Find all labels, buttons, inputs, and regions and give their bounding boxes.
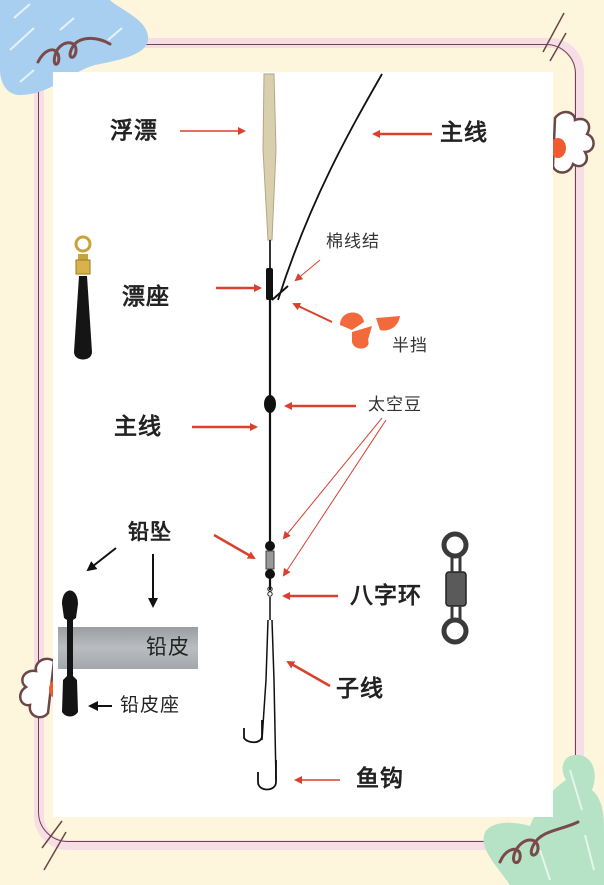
corner-tick-decoration-bottom [41,820,67,871]
lead-sheet-seat-image [62,590,78,717]
float-seat-product-image [74,235,92,360]
label-sub-line: 子线 [336,676,384,702]
label-hook: 鱼钩 [356,766,404,792]
decorative-frame [34,38,584,850]
swivel-product-image [441,531,469,645]
label-half-stopper: 半挡 [392,336,428,356]
half-stopper-beans [340,312,400,349]
label-space-bean: 太空豆 [368,395,422,415]
corner-tick-decoration [542,12,567,62]
decorative-frame-line [38,44,576,842]
float-body [262,73,277,241]
flower-decoration-right [550,110,595,174]
label-main-line-mid: 主线 [114,414,162,440]
label-swivel: 八字环 [350,583,422,609]
float-seat [266,268,273,300]
diagram-panel [53,72,553,817]
label-sinker: 铅坠 [128,520,172,544]
label-lead-sheet-seat: 铅皮座 [120,694,181,716]
label-cotton-knot: 棉线结 [326,232,380,252]
label-float-seat: 漂座 [122,284,170,310]
sub-line [261,597,277,781]
label-lead-sheet: 铅皮 [146,635,190,659]
main-line-curve [277,73,383,301]
space-bean [264,395,276,413]
blue-splash-decoration [0,0,149,95]
hook-2 [257,760,277,791]
label-main-line-top: 主线 [440,120,488,146]
green-splash-decoration [483,754,604,885]
hook-1 [243,720,263,744]
lead-sheet-image [58,627,198,669]
label-float: 浮漂 [110,118,158,144]
